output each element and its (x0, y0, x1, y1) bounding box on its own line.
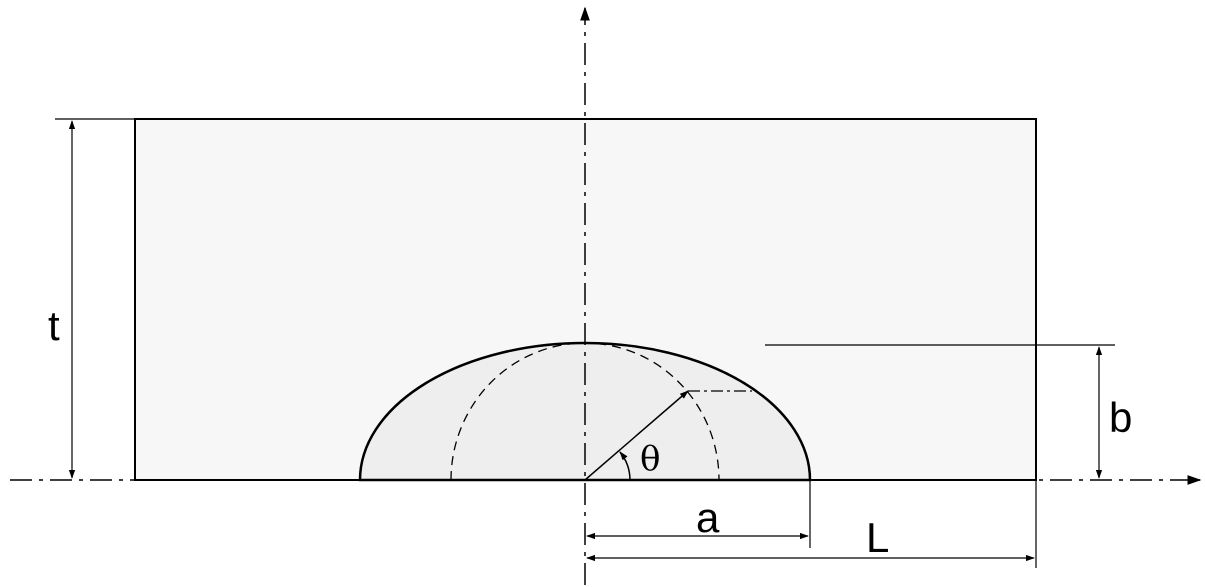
a-label: a (696, 494, 720, 541)
radius-line (584, 390, 689, 481)
b-label: b (1109, 394, 1132, 441)
theta-label: θ (640, 439, 660, 479)
L-label: L (866, 514, 889, 561)
theta-arc (619, 451, 631, 481)
t-label: t (48, 302, 60, 349)
